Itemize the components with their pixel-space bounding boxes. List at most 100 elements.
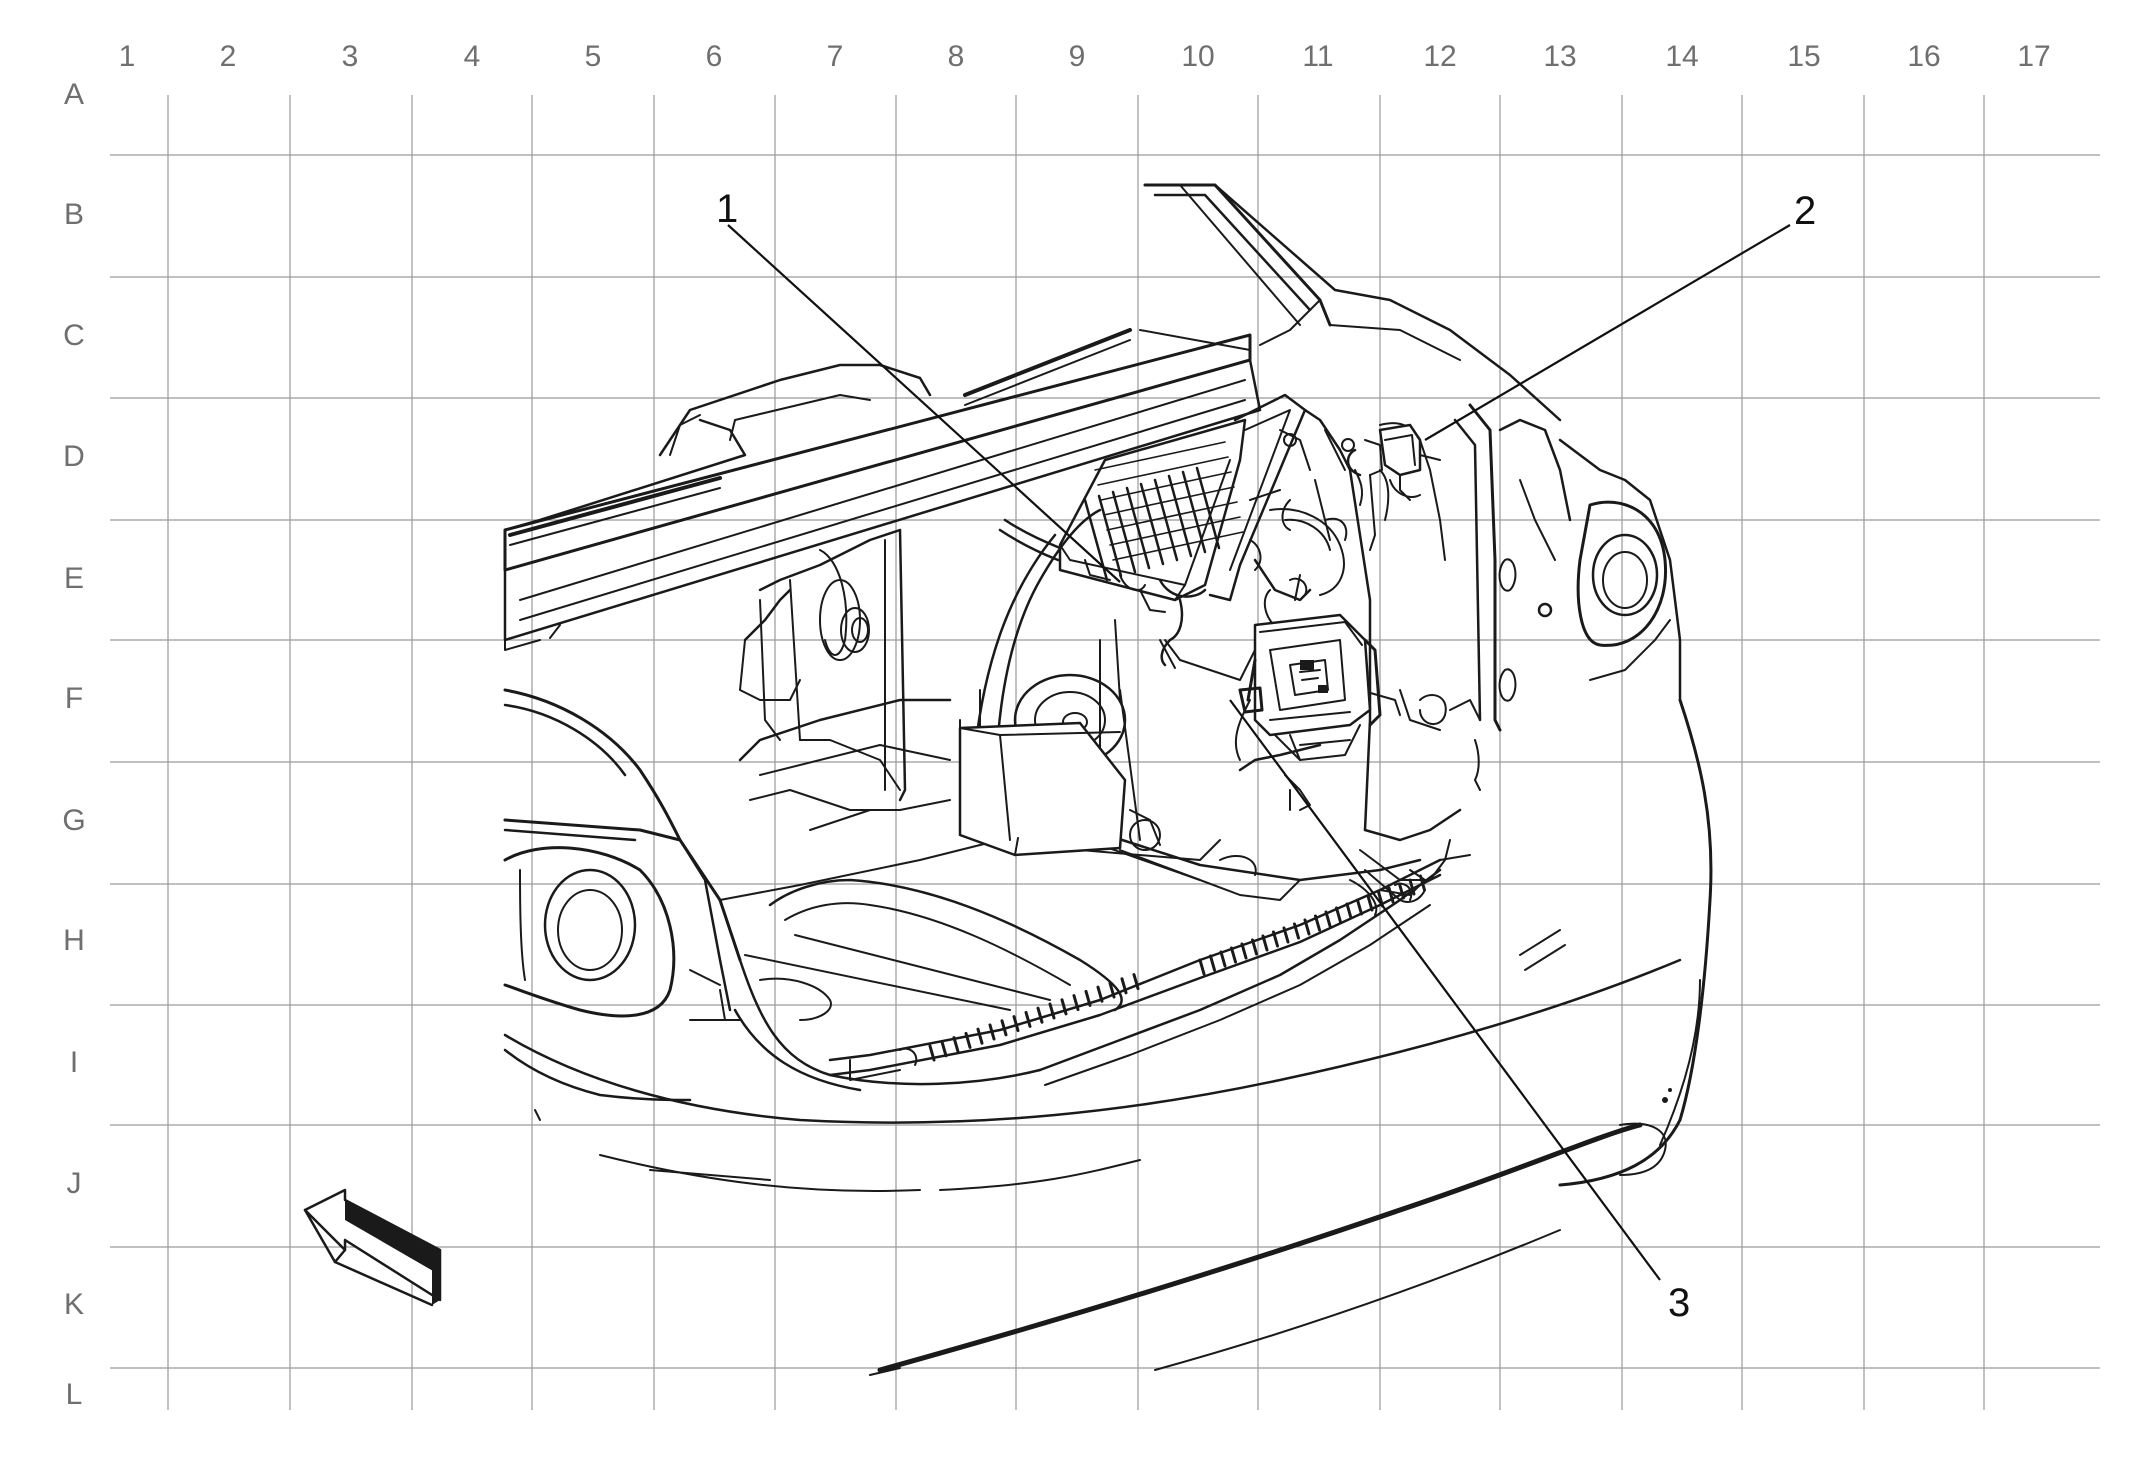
grid-row-label: B — [64, 198, 84, 231]
right-quarter-panel — [1453, 403, 1682, 732]
grid-row-label: H — [63, 924, 85, 957]
grid-row-label: A — [64, 78, 84, 111]
grid-column-label: 12 — [1423, 40, 1456, 73]
drawing-detail-line — [1060, 998, 1068, 1016]
grid-column-label: 1 — [119, 40, 136, 73]
grid-row-label: E — [64, 562, 84, 595]
grid-column-label: 8 — [948, 40, 965, 73]
leader-1 — [727, 224, 1121, 583]
grid-row-label: C — [63, 319, 85, 352]
drawing-detail-line — [1167, 474, 1193, 558]
drawing-detail-line — [1251, 938, 1258, 956]
grid-column-label: 9 — [1069, 40, 1086, 73]
left-quarter-panel — [503, 688, 742, 1121]
rear-window-frame — [1143, 183, 1562, 422]
callout-1: 1 — [716, 187, 738, 231]
drawing-detail-line — [1000, 1019, 1008, 1037]
drawing-detail-line — [1272, 930, 1279, 948]
amplifier-cooling-fins — [1083, 441, 1244, 582]
drawing-detail-line — [1012, 1015, 1020, 1033]
forward-arrow-icon — [303, 1188, 442, 1307]
drawing-detail-line — [1036, 1006, 1044, 1024]
grid-column-label: 14 — [1665, 40, 1698, 73]
grid-row-label: D — [63, 440, 85, 473]
grid-row-label: J — [67, 1167, 82, 1200]
drawing-detail-line — [1335, 906, 1342, 924]
drawing-detail-line — [1084, 989, 1092, 1007]
drawing-detail-line — [1111, 490, 1137, 574]
drawing-detail-line — [1096, 985, 1104, 1003]
drawing-detail-line — [1120, 977, 1128, 995]
drawing-detail-line — [1198, 958, 1206, 976]
grid-column-label: 17 — [2017, 40, 2050, 73]
drawing-detail-line — [1106, 501, 1238, 531]
grid-row-labels: A B C D E F G H I J K L — [62, 78, 85, 1411]
grid-column-label: 10 — [1181, 40, 1214, 73]
drawing-detail-line — [1109, 516, 1241, 546]
drawing-detail-line — [1094, 441, 1226, 471]
drawing-detail-line — [1240, 942, 1248, 960]
drawing-detail-line — [1048, 1002, 1056, 1020]
grid-column-label: 15 — [1787, 40, 1820, 73]
vehicle-rear-trunk-illustration — [503, 183, 1713, 1376]
drawing-detail-line — [1366, 894, 1374, 912]
grid-column-label: 13 — [1543, 40, 1576, 73]
drawing-detail-line — [1261, 934, 1269, 952]
grid-column-label: 5 — [585, 40, 602, 73]
grid-column-label: 2 — [220, 40, 237, 73]
sill-ribs-left — [928, 973, 1140, 1062]
drawing-detail-line — [1324, 910, 1332, 928]
drawing-detail-line — [1024, 1010, 1032, 1028]
spare-tire-area — [958, 508, 1221, 861]
grid-row-label: F — [65, 682, 83, 715]
wiring-connector — [1341, 423, 1441, 501]
drawing-detail-line — [1398, 882, 1405, 900]
trunk-left-trim — [739, 528, 907, 802]
rear-sill-plate — [828, 858, 1442, 1081]
drawing-detail-line — [1097, 456, 1229, 486]
leader-2 — [1424, 224, 1791, 441]
drawing-detail-line — [1282, 926, 1290, 944]
sill-ribs-right — [1198, 874, 1426, 976]
grid-row-label: I — [70, 1046, 78, 1079]
drawing-detail-line — [1100, 471, 1232, 501]
drawing-detail-line — [1125, 486, 1151, 570]
grid-column-label: 3 — [342, 40, 359, 73]
module-bracket — [1208, 393, 1311, 602]
drawing-detail-line — [988, 1023, 996, 1041]
drawing-detail-line — [1097, 494, 1123, 578]
callout-labels: 1 2 3 — [716, 187, 1816, 1325]
leader-3 — [1229, 699, 1661, 1281]
drawing-detail-line — [1209, 954, 1216, 972]
drawing-detail-line — [1108, 981, 1116, 999]
drawing-detail-line — [1112, 531, 1244, 561]
grid-lines — [110, 95, 2100, 1410]
drawing-detail-line — [1230, 946, 1237, 964]
amplifier-module — [1058, 418, 1247, 613]
drawing-detail-line — [1345, 902, 1353, 920]
drawing-detail-line — [1103, 486, 1235, 516]
drawing-detail-line — [964, 1031, 972, 1049]
grid-column-label: 4 — [464, 40, 481, 73]
drawing-detail-line — [1314, 914, 1321, 932]
grid-column-label: 11 — [1302, 40, 1333, 73]
rear-bumper — [503, 698, 1713, 1376]
drawing-detail-line — [1303, 918, 1311, 936]
trunk-lid — [503, 328, 1262, 651]
grid-column-label: 6 — [706, 40, 723, 73]
callout-leaders — [727, 224, 1791, 1281]
drawing-detail-line — [1356, 898, 1363, 916]
drawing-detail-line — [1293, 922, 1300, 940]
callout-3: 3 — [1668, 1281, 1690, 1325]
grid-row-label: L — [66, 1378, 83, 1411]
grid-row-label: G — [62, 804, 85, 837]
drawing-detail-line — [928, 1044, 936, 1062]
drawing-detail-line — [952, 1036, 960, 1054]
drawing-detail-line — [1219, 950, 1227, 968]
drawing-detail-line — [1132, 973, 1140, 991]
grid-row-label: K — [64, 1288, 84, 1321]
grid-column-label: 16 — [1907, 40, 1940, 73]
drawing-detail-line — [976, 1027, 984, 1045]
